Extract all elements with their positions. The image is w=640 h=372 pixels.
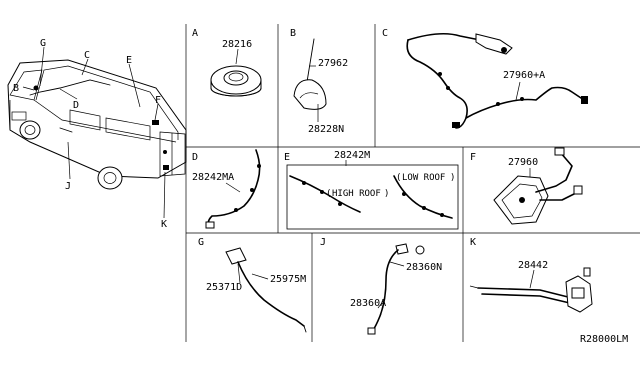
- harness-e-illustration: [289, 175, 453, 219]
- harness-e-frame: [286, 164, 459, 230]
- part-number-28360a: 28360A: [350, 298, 386, 309]
- van-overview-illustration: [7, 46, 187, 219]
- cable-j-illustration: [367, 243, 425, 335]
- section-label-j: J: [320, 237, 326, 248]
- vehicle-callout-g: G: [40, 38, 46, 49]
- vehicle-callout-f: F: [155, 95, 161, 106]
- part-number-27960: 27960: [508, 157, 538, 168]
- part-number-28242ma: 28242MA: [192, 172, 234, 183]
- low-roof-bracket-open: (: [396, 173, 401, 183]
- high-roof-bracket-close: ): [384, 189, 389, 199]
- high-roof-bracket-open: (: [326, 189, 331, 199]
- part-number-25371d: 25371D: [206, 282, 242, 293]
- part-number-28228n: 28228N: [308, 124, 344, 135]
- part-number-28442: 28442: [518, 260, 548, 271]
- vehicle-callout-j: J: [65, 181, 71, 192]
- vehicle-callout-b: B: [13, 83, 19, 94]
- diagram-code: R28000LM: [580, 334, 628, 345]
- panel-grid: [185, 24, 640, 342]
- roof-antenna-harness-illustration: [406, 32, 588, 129]
- part-number-27962: 27962: [318, 58, 348, 69]
- vehicle-callout-d: D: [73, 100, 79, 111]
- part-number-28360n: 28360N: [406, 262, 442, 273]
- section-label-d: D: [192, 152, 198, 163]
- antenna-module-illustration: [493, 147, 583, 225]
- antenna-base-illustration: [293, 38, 327, 122]
- vehicle-callout-e: E: [126, 55, 132, 66]
- vehicle-callout-c: C: [84, 50, 90, 61]
- section-label-c: C: [382, 28, 388, 39]
- part-number-27960-a: 27960+A: [503, 70, 545, 81]
- harness-k-illustration: [469, 267, 593, 313]
- section-label-e: E: [284, 152, 290, 163]
- cable-g-illustration: [225, 247, 307, 333]
- section-label-k: K: [470, 237, 476, 248]
- part-number-28216: 28216: [222, 39, 252, 50]
- high-roof-note: HIGH ROOF: [332, 189, 381, 199]
- harness-d-illustration: [205, 149, 261, 229]
- part-number-28242m: 28242M: [334, 150, 370, 161]
- section-label-a: A: [192, 28, 198, 39]
- grommet-illustration: [210, 65, 262, 97]
- part-number-25975m: 25975M: [270, 274, 306, 285]
- section-label-f: F: [470, 152, 476, 163]
- vehicle-callout-k: K: [161, 219, 167, 230]
- section-label-b: B: [290, 28, 296, 39]
- low-roof-note: LOW ROOF: [402, 173, 445, 183]
- section-label-g: G: [198, 237, 204, 248]
- low-roof-bracket-close: ): [450, 173, 455, 183]
